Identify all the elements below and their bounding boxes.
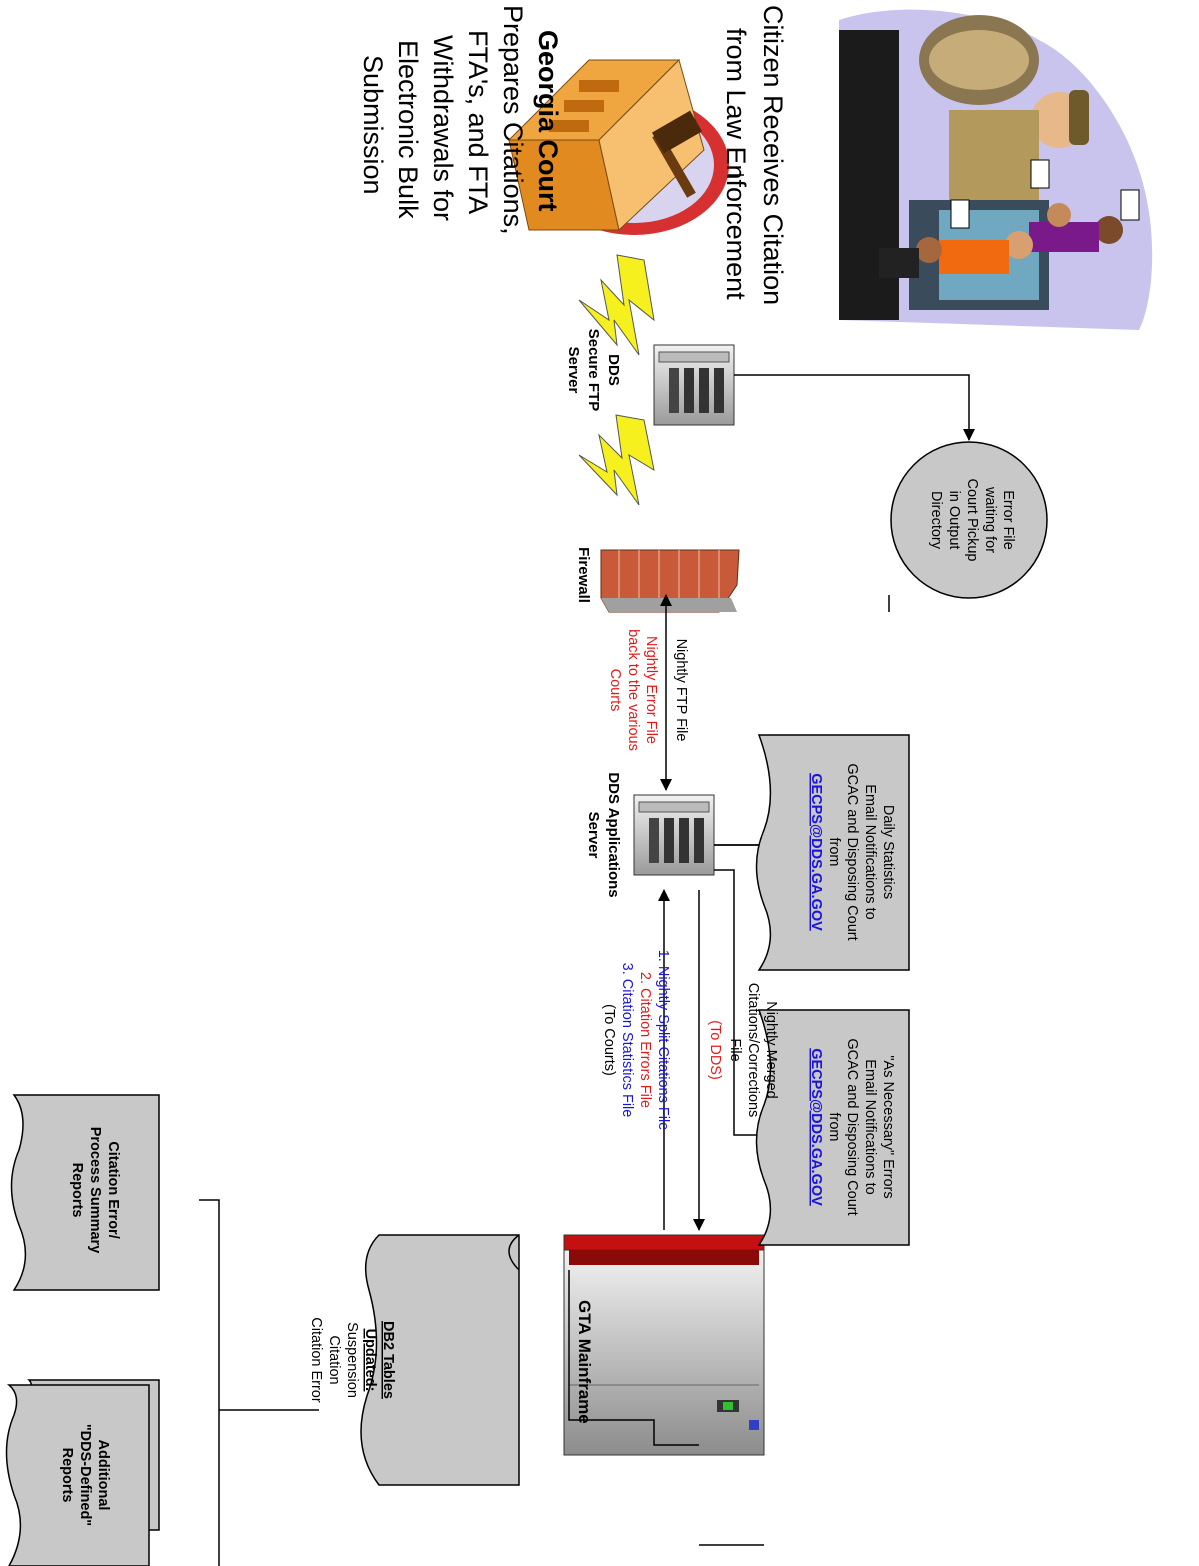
server-icon — [653, 344, 735, 426]
court-desc-line5: Submission — [358, 55, 388, 195]
daily-stats-line2: Email Notifications to — [862, 784, 878, 919]
ftp-server-label-line2: Secure FTP — [585, 329, 602, 412]
error-file-circle — [888, 441, 1048, 612]
ftp-server-label-line1: DDS — [605, 354, 622, 386]
daily-stats-doc — [755, 734, 910, 971]
nightly-ftp-label: Nightly FTP File — [673, 639, 689, 742]
errors-notice-line3: GCAC and Disposing Court — [844, 1038, 860, 1215]
report1-line2: Process Summary — [87, 1127, 103, 1254]
error-file-line4: in Output — [946, 491, 962, 550]
app-server-label-line1: DDS Applications — [605, 772, 622, 897]
error-file-line1: Error File — [1000, 490, 1016, 550]
line-mainframe-to-db2 — [568, 1270, 699, 1446]
server-icon — [633, 794, 715, 876]
nightly-error-line1: Nightly Error File — [643, 636, 659, 744]
court-desc-line3: Withdrawals for — [428, 35, 458, 221]
nightly-error-line3: Courts — [607, 669, 623, 712]
db2-table-suspension: Suspension — [344, 1322, 360, 1398]
db2-table-citation-error: Citation Error — [308, 1317, 324, 1403]
police-officer-icon — [839, 9, 1153, 330]
errors-notice-email-link[interactable]: GECPS@DDS.GA.GOV — [808, 1048, 824, 1206]
merged-file-line2: Citations/Corrections — [745, 983, 761, 1118]
report2-line3: Reports — [59, 1448, 75, 1503]
daily-stats-line1: Daily Statistics — [880, 805, 896, 899]
db2-updated: Updated: — [362, 1329, 378, 1392]
court-desc-line1: Prepares Citations, — [498, 5, 528, 235]
report2-line1: Additional — [95, 1440, 111, 1511]
gavel-icon — [651, 110, 703, 198]
court-desc-line2: FTA's, and FTA — [463, 30, 493, 214]
report2-line2: "DDS-Defined" — [77, 1424, 93, 1526]
db2-table-citation: Citation — [326, 1335, 342, 1384]
database-icon — [360, 1234, 520, 1486]
lightning-icon — [578, 254, 655, 356]
errors-notice-line4: from — [826, 1113, 842, 1142]
daily-stats-line4: from — [826, 838, 842, 867]
daily-stats-line3: GCAC and Disposing Court — [844, 763, 860, 940]
db2-title: DB2 Tables — [380, 1321, 396, 1399]
report-summary-doc — [10, 1094, 160, 1291]
ftp-server-label-line3: Server — [565, 347, 582, 394]
merged-file-to-dds: (To DDS) — [707, 1020, 723, 1080]
error-file-line5: Directory — [928, 491, 944, 550]
report1-line3: Reports — [69, 1163, 85, 1218]
report1-line1: Citation Error/ — [105, 1141, 121, 1238]
nightly-error-line2: back to the various — [625, 629, 641, 751]
return-file-item3: 3. Citation Statistics File — [619, 963, 635, 1118]
errors-notice-line2: Email Notifications to — [862, 1059, 878, 1194]
return-file-item1: 1. Nightly Split Citations File — [655, 950, 671, 1131]
merged-file-line3: File — [727, 1038, 743, 1061]
firewall-label: Firewall — [575, 547, 592, 603]
court-desc-line4: Electronic Bulk — [393, 40, 423, 219]
lightning-icon — [578, 414, 655, 506]
arrow-ftp-to-error-file — [734, 374, 975, 441]
errors-notice-line1: "As Necessary" Errors — [880, 1055, 896, 1198]
report-additional-doc — [5, 1384, 150, 1566]
citizen-label-line1: Citizen Receives Citation — [758, 5, 788, 305]
mainframe-icon — [563, 1234, 765, 1456]
court-title: Georgia Court — [533, 30, 563, 212]
error-file-line3: Court Pickup — [964, 478, 980, 561]
firewall-icon — [600, 549, 740, 613]
citizen-label-line2: from Law Enforcement — [721, 28, 751, 300]
return-file-item2: 2. Citation Errors File — [637, 972, 653, 1108]
mainframe-label: GTA Mainframe — [575, 1300, 594, 1424]
errors-notice-doc — [755, 1009, 910, 1246]
error-file-line2: waiting for — [982, 486, 998, 553]
merged-file-line1: Nightly Merged — [763, 1001, 779, 1099]
app-server-label-line2: Server — [585, 812, 602, 859]
return-files-to-courts: (To Courts) — [601, 1004, 617, 1076]
daily-stats-email-link[interactable]: GECPS@DDS.GA.GOV — [808, 773, 824, 931]
